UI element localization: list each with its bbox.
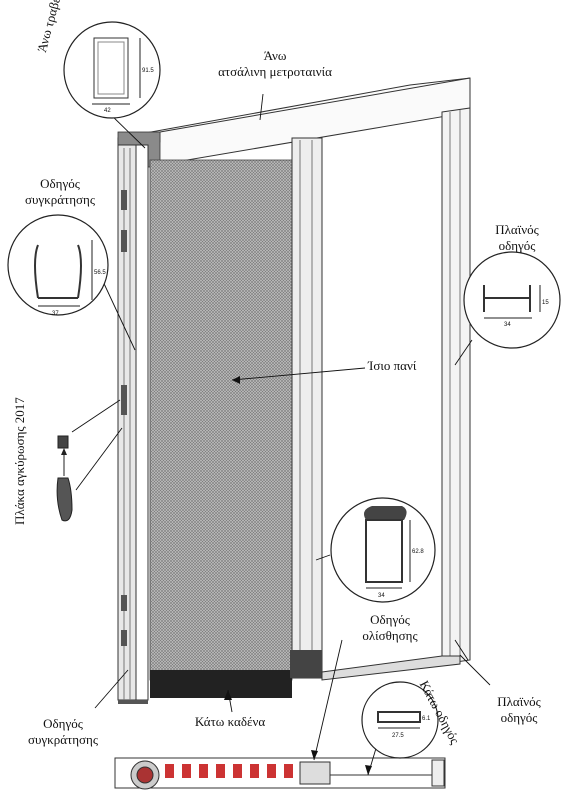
left-retaining-guide	[117, 144, 149, 701]
right-frame	[441, 107, 471, 665]
side-guide-right-label-line2: οδηγός	[498, 238, 536, 253]
dim-bottom-height: 6.1	[422, 716, 431, 722]
bottom-rail	[118, 655, 461, 704]
mesh-cloth	[149, 159, 293, 698]
top-measure-label-line1: Άνω	[263, 48, 287, 63]
lock-plate-parts	[56, 435, 73, 522]
side-guide-bottom-label-line2: οδηγός	[500, 710, 538, 725]
lock-plate-label: Πλάκα αγκύρωσης 2017	[12, 397, 27, 525]
side-guide-right-label-line1: Πλαϊνός	[495, 222, 539, 237]
dim-bottom-width: 27.5	[392, 733, 404, 739]
bottom-cross-section	[114, 757, 446, 790]
dim-slide-width: 34	[378, 593, 385, 599]
dim-side-height: 15	[542, 300, 549, 306]
detail-side-guide	[463, 251, 561, 349]
retain-guide-bottom-label-line1: Οδηγός	[43, 716, 83, 731]
flat-cloth-label: Ίσιο πανί	[368, 358, 417, 373]
slide-bar	[290, 137, 323, 679]
slide-guide-label-line1: Οδηγός	[370, 612, 410, 627]
dim-top-rail-width: 42	[104, 108, 111, 114]
dim-top-rail-height: 91.5	[142, 68, 154, 74]
top-measure-label-line2: ατσάλινη μετροταινία	[218, 64, 332, 79]
side-guide-bottom-label-line1: Πλαϊνός	[497, 694, 541, 709]
dim-retain-width: 37	[52, 311, 59, 317]
retain-guide-top-label-line2: συγκράτησης	[24, 192, 95, 207]
dim-retain-height: 56.5	[94, 270, 106, 276]
slide-guide-label-line2: ολίσθησης	[362, 628, 418, 643]
detail-top-rail	[63, 21, 161, 119]
detail-slide-guide	[330, 497, 436, 603]
dim-slide-height: 62.8	[412, 549, 424, 555]
detail-retaining-guide	[7, 214, 109, 316]
detail-bottom-guide	[361, 681, 439, 759]
retain-guide-bottom-label-line2: συγκράτησης	[27, 732, 98, 747]
arrow-heads	[224, 376, 372, 775]
retain-guide-top-label-line1: Οδηγός	[40, 176, 80, 191]
bottom-chain-label: Κάτω καδένα	[194, 714, 266, 729]
dim-side-width: 34	[504, 322, 511, 328]
